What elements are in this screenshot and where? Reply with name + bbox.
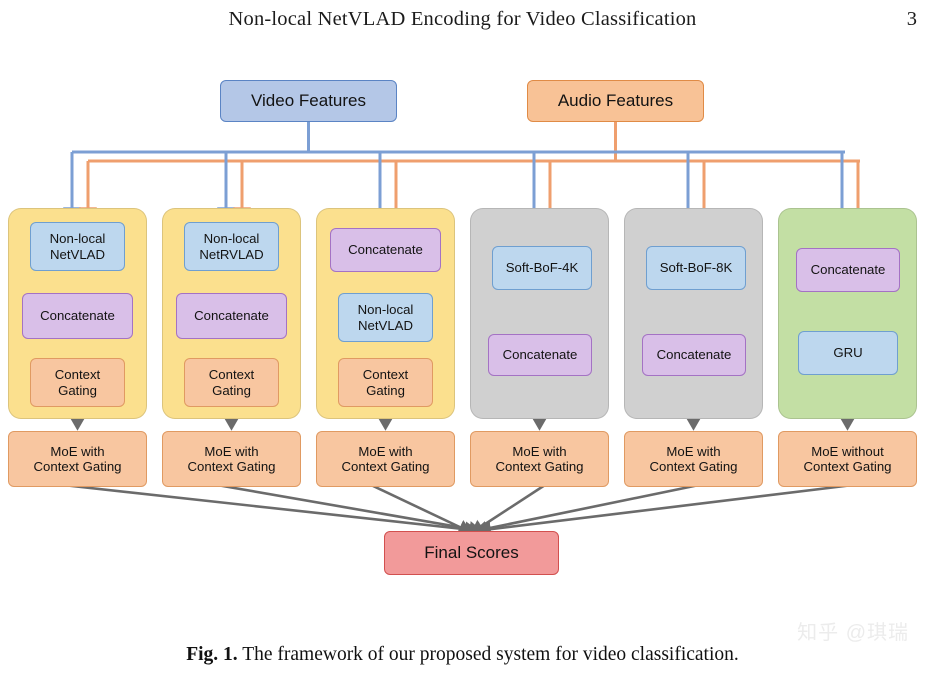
moe-to-final-2 [216, 483, 483, 537]
moe-node-2: MoE with Context Gating [162, 431, 301, 487]
stage-5-1: Soft-BoF-8K [646, 246, 746, 290]
stage-6-2-label: GRU [833, 345, 863, 361]
page-header: Non-local NetVLAD Encoding for Video Cla… [0, 8, 925, 38]
moe-node-3-label: MoE with Context Gating [341, 443, 430, 474]
moe-node-1-label: MoE with Context Gating [33, 443, 122, 474]
moe-node-4-label: MoE with Context Gating [495, 443, 584, 474]
stage-1-1: Non-local NetVLAD [30, 222, 125, 271]
figure-caption: Fig. 1. The framework of our proposed sy… [0, 644, 925, 666]
stage-5-2-label: Concatenate [656, 347, 732, 363]
moe-node-4: MoE with Context Gating [470, 431, 609, 487]
stage-2-3-label: Context Gating [208, 367, 255, 398]
stage-5-1-label: Soft-BoF-8K [659, 260, 733, 276]
column-group-4 [470, 208, 609, 419]
stage-3-1-label: Concatenate [348, 242, 423, 258]
stage-5-2: Concatenate [642, 334, 746, 376]
audio-features-node-label: Audio Features [557, 91, 674, 111]
stage-3-2-label: Non-local NetVLAD [357, 302, 414, 333]
figure-caption-label: Fig. 1. [186, 644, 238, 665]
stage-6-1: Concatenate [796, 248, 900, 292]
moe-node-1: MoE with Context Gating [8, 431, 147, 487]
moe-node-2-label: MoE with Context Gating [187, 443, 276, 474]
video-features-node-label: Video Features [251, 91, 366, 111]
stage-3-1: Concatenate [330, 228, 441, 272]
video-features-node: Video Features [220, 80, 397, 122]
moe-node-5-label: MoE with Context Gating [649, 443, 738, 474]
stage-1-2: Concatenate [22, 293, 133, 339]
stage-6-1-label: Concatenate [810, 262, 886, 278]
stage-4-1: Soft-BoF-4K [492, 246, 592, 290]
stage-2-3: Context Gating [184, 358, 279, 407]
final-scores-node-label: Final Scores [424, 543, 519, 563]
page-title: Non-local NetVLAD Encoding for Video Cla… [228, 8, 697, 30]
stage-3-3-label: Context Gating [362, 367, 409, 398]
moe-to-final-3 [370, 483, 473, 535]
stage-4-2: Concatenate [488, 334, 592, 376]
figure-caption-text: The framework of our proposed system for… [242, 644, 739, 665]
moe-node-5: MoE with Context Gating [624, 431, 763, 487]
stage-1-1-label: Non-local NetVLAD [49, 231, 106, 262]
column-group-6 [778, 208, 917, 419]
stage-1-2-label: Concatenate [40, 308, 115, 324]
stage-3-2: Non-local NetVLAD [338, 293, 433, 342]
column-group-5 [624, 208, 763, 419]
stage-3-3: Context Gating [338, 358, 433, 407]
watermark: 知乎 @琪瑞 [797, 622, 909, 644]
stage-2-2-label: Concatenate [194, 308, 269, 324]
stage-6-2: GRU [798, 331, 898, 375]
stage-1-3-label: Context Gating [54, 367, 101, 398]
final-scores-node: Final Scores [384, 531, 559, 575]
stage-2-1: Non-local NetRVLAD [184, 222, 279, 271]
moe-node-6-label: MoE without Context Gating [803, 443, 892, 474]
moe-to-final-6 [477, 483, 854, 537]
moe-node-3: MoE with Context Gating [316, 431, 455, 487]
stage-4-1-label: Soft-BoF-4K [505, 260, 579, 276]
stage-2-2: Concatenate [176, 293, 287, 339]
stage-1-3: Context Gating [30, 358, 125, 407]
audio-features-node: Audio Features [527, 80, 704, 122]
stage-2-1-label: Non-local NetRVLAD [199, 231, 264, 262]
page-number: 3 [906, 8, 917, 30]
moe-to-final-1 [62, 483, 479, 538]
moe-to-final-5 [473, 483, 700, 537]
moe-node-6: MoE without Context Gating [778, 431, 917, 487]
stage-4-2-label: Concatenate [502, 347, 578, 363]
